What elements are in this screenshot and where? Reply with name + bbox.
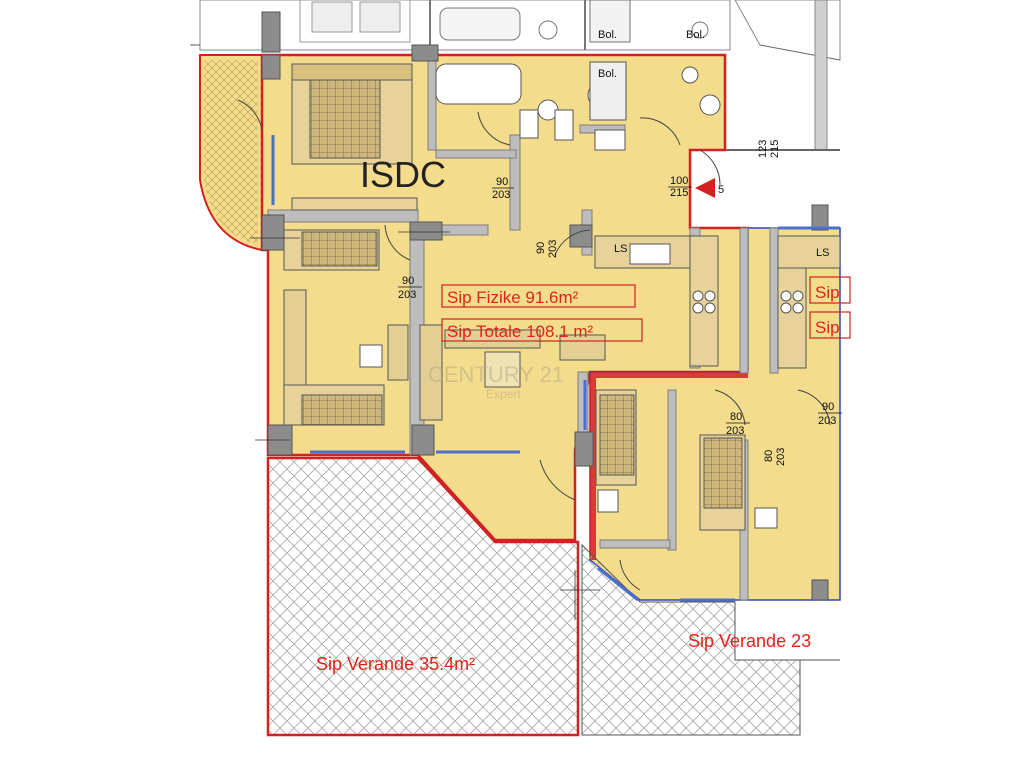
door-dimension-5: 80 203: [726, 411, 750, 437]
svg-text:203: 203: [818, 415, 836, 427]
fixture-label-ls-1: LS: [614, 243, 627, 255]
svg-text:203: 203: [398, 289, 416, 301]
svg-text:90: 90: [822, 401, 834, 413]
watermark-brand: CENTURY 21: [428, 362, 564, 387]
door-dimension-6: 80 203: [763, 448, 787, 466]
door-dimension-8: 123 215: [757, 140, 781, 158]
area-neighbor-cut-2: Sip: [815, 318, 840, 337]
svg-text:90: 90: [402, 275, 414, 287]
door-dimension-7: 90 203: [818, 401, 842, 427]
fixture-label-ls-2: LS: [816, 247, 829, 259]
kitchen-counter: [594, 235, 719, 367]
kitchen-counter-neighbor: [777, 235, 841, 369]
stair-corridor: [725, 0, 841, 151]
svg-text:80: 80: [763, 450, 775, 462]
top-neighbor-units: [199, 0, 731, 51]
svg-text:100: 100: [670, 175, 688, 187]
svg-text:215: 215: [670, 187, 688, 199]
fixture-label-bol-2: Bol.: [686, 29, 705, 41]
area-veranda-neighbor: Sip Verande 23: [688, 631, 811, 651]
windows: [271, 135, 840, 602]
svg-text:123: 123: [757, 140, 769, 158]
fixture-label-bol-1: Bol.: [598, 29, 617, 41]
bed-master: [291, 63, 418, 211]
svg-text:90: 90: [535, 242, 547, 254]
area-physical: Sip Fizike 91.6m²: [447, 288, 579, 307]
door-dimension-3: 90 203: [398, 275, 422, 301]
unit-number: 5: [718, 184, 724, 196]
apartment-label: ISDC: [360, 154, 446, 195]
door-dimension-2: 100 215: [668, 175, 692, 199]
veranda-main: [266, 456, 580, 737]
door-dimension-4: 90 203: [535, 240, 559, 258]
entry-marker: [695, 178, 715, 198]
bed-neighbor-1: [595, 389, 778, 531]
reference-lines: [190, 44, 600, 620]
door-dimension-1: 90 203: [492, 176, 514, 201]
fixture-label-bol-3: Bol.: [598, 68, 617, 80]
svg-text:203: 203: [775, 448, 787, 466]
svg-text:203: 203: [547, 240, 559, 258]
svg-text:203: 203: [726, 425, 744, 437]
svg-text:215: 215: [769, 140, 781, 158]
svg-text:80: 80: [730, 411, 742, 423]
watermark-sub: Expert: [486, 387, 521, 401]
bathroom-fixtures: [435, 61, 721, 151]
area-total: Sip Totale 108.1 m²: [447, 322, 593, 341]
bed-second: [283, 229, 409, 426]
living-room-furniture: [419, 324, 606, 421]
area-veranda-main: Sip Verande 35.4m²: [316, 654, 475, 674]
svg-text:203: 203: [492, 189, 510, 201]
svg-text:90: 90: [496, 176, 508, 188]
door-swings: [237, 99, 831, 591]
area-neighbor-cut-1: Sip: [815, 283, 840, 302]
veranda-neighbor: [581, 543, 801, 736]
